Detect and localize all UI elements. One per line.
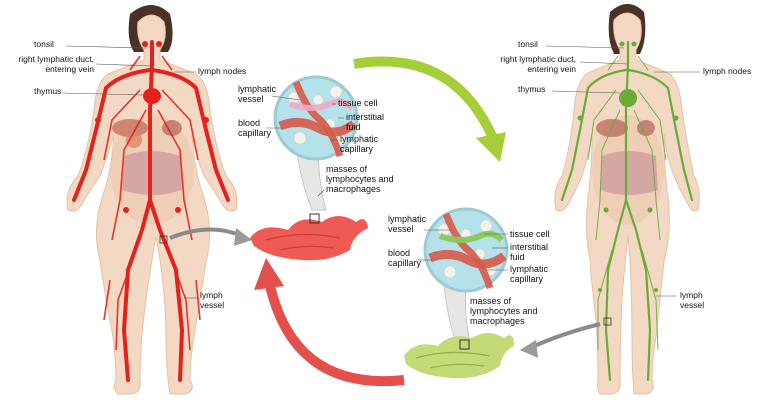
lower-tissue-inset	[423, 207, 509, 343]
right-lymph-nodes-label: lymph nodes	[703, 66, 752, 76]
left-tonsil-label: tonsil	[34, 39, 54, 49]
lower-lymphatic-capillary-label: lymphatic capillary	[510, 264, 549, 284]
left-lymph-vessel-label: lymph vessel	[200, 290, 225, 310]
upper-lymph-node	[250, 213, 368, 261]
left-leg-sample-box	[159, 235, 168, 244]
right-body-figure	[554, 4, 700, 395]
left-kidney	[126, 132, 142, 148]
left-body-figure	[66, 5, 238, 395]
lower-lymph-node	[404, 333, 514, 379]
right-right-duct-label: right lymphatic duct, entering vein	[500, 54, 576, 74]
left-right-duct-label: right lymphatic duct, entering vein	[18, 54, 94, 74]
left-thymus-label: thymus	[34, 86, 62, 96]
lower-tissue-cell-label: tissue cell	[510, 229, 550, 239]
lower-blood-capillary-label: blood capillary	[388, 248, 422, 268]
right-thymus-label: thymus	[518, 84, 546, 94]
upper-lymphatic-capillary-label: lymphatic capillary	[340, 134, 379, 154]
upper-masses-label: masses of lymphocytes and macrophages	[326, 164, 394, 194]
right-lymph-vessel-label: lymph vessel	[680, 290, 705, 310]
right-spleen	[637, 120, 655, 136]
green-cycle-arrow	[353, 56, 497, 139]
red-cycle-arrow	[263, 275, 405, 387]
lower-interstitial-fluid-label: interstitial fuid	[510, 242, 549, 262]
left-lymph-nodes-label: lymph nodes	[198, 66, 247, 76]
right-leg-sample-box	[603, 317, 612, 326]
lower-lymphatic-vessel-label: lymphatic vessel	[388, 214, 427, 234]
upper-lymphatic-vessel-label: lymphatic vessel	[238, 84, 277, 104]
upper-interstitial-fluid-label: interstitial fuid	[346, 112, 385, 132]
lower-masses-label: masses of lymphocytes and macrophages	[470, 296, 538, 326]
upper-tissue-inset	[273, 75, 359, 211]
right-intestines	[600, 151, 658, 195]
upper-tissue-cell-label: tissue cell	[338, 98, 378, 108]
gray-arrow-right	[529, 322, 601, 350]
upper-blood-capillary-label: blood capillary	[238, 118, 272, 138]
left-thymus	[143, 88, 161, 104]
right-tonsil-label: tonsil	[518, 39, 538, 49]
right-thymus	[619, 89, 637, 107]
left-spleen	[162, 120, 182, 136]
